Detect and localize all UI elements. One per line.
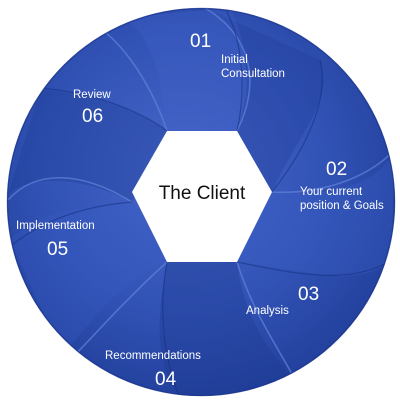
step-05-label-line-1: Implementation xyxy=(16,220,95,232)
segment-shade-5 xyxy=(8,90,167,202)
segment-shade-1 xyxy=(205,8,324,192)
segment-shade-2 xyxy=(237,150,394,276)
segment-shade-4 xyxy=(10,202,167,351)
step-04-number: 04 xyxy=(155,369,177,390)
segment-seam-dark-1 xyxy=(271,59,323,193)
segment-seam-dark-2 xyxy=(236,259,393,276)
ring-rim xyxy=(6,7,396,397)
segment-seam-2 xyxy=(271,149,395,194)
center-hexagon xyxy=(132,131,272,262)
step-02-label-line-1: Your current xyxy=(300,186,363,198)
step-01-number: 01 xyxy=(190,31,211,52)
segment-seam-dark-6 xyxy=(224,8,243,132)
center-label: The Client xyxy=(159,183,246,204)
step-05-number: 05 xyxy=(47,239,68,260)
segment-seam-dark-4 xyxy=(11,201,133,246)
segment-seam-dark-5 xyxy=(39,87,168,132)
segment-shade-3 xyxy=(159,262,300,396)
step-03-label-line-1: Analysis xyxy=(246,305,289,317)
step-02-number: 02 xyxy=(326,159,347,180)
ring-segments xyxy=(7,8,395,396)
segment-seam-1 xyxy=(204,8,251,132)
step-02-label-line-2: position & Goals xyxy=(300,200,384,212)
step-04-label-line-1: Recommendations xyxy=(105,350,201,362)
step-03-number: 03 xyxy=(298,284,319,305)
segment-seam-dark-3 xyxy=(162,261,181,396)
segment-seam-5 xyxy=(7,177,133,203)
step-01-label-line-2: Consultation xyxy=(221,68,285,80)
step-06-number: 06 xyxy=(82,106,103,127)
segment-shade-6 xyxy=(120,8,245,131)
step-06-label-line-1: Review xyxy=(73,89,111,101)
step-01-label-line-1: Initial xyxy=(221,54,248,66)
